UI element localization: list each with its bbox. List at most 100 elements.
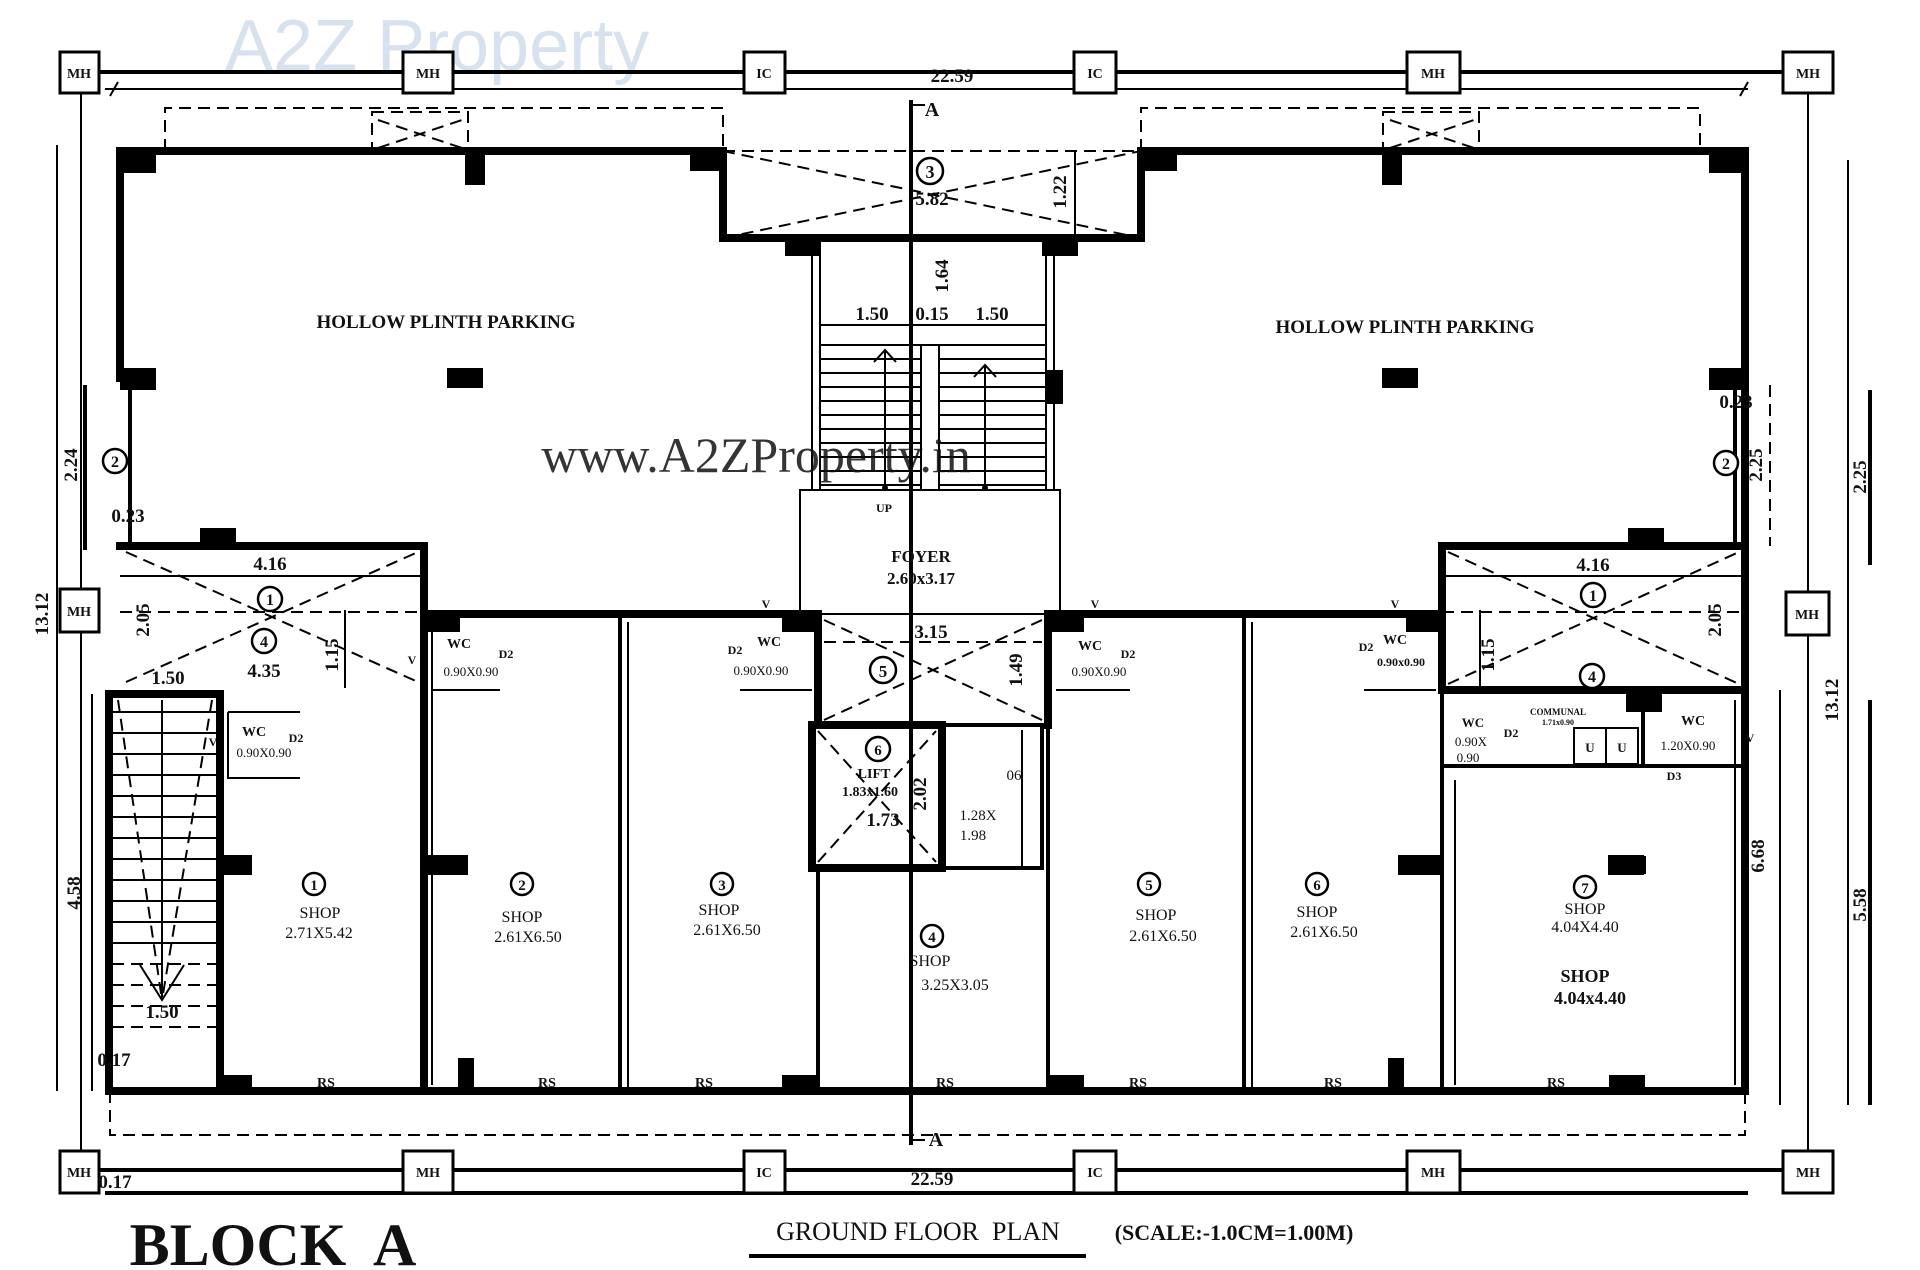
svg-text:6: 6 — [1313, 878, 1321, 894]
url-watermark: www.A2ZProperty.in — [541, 427, 971, 483]
shop-1: 1 SHOP 2.71X5.42 — [285, 871, 353, 942]
manhole-top-2: MH — [401, 50, 455, 95]
svg-text:0.90X0.90: 0.90X0.90 — [237, 745, 292, 760]
svg-text:4.04x4.40: 4.04x4.40 — [1554, 988, 1626, 1008]
svg-text:WC: WC — [1078, 639, 1102, 654]
svg-text:0.90X0.90: 0.90X0.90 — [444, 664, 499, 679]
wc-shop-6: D2 WC 0.90x0.90 V — [1359, 597, 1436, 691]
svg-text:2.61X6.50: 2.61X6.50 — [1129, 928, 1197, 945]
wc-shop-2: WC D2 0.90X0.90 V — [408, 637, 514, 691]
svg-text:D2: D2 — [1121, 647, 1136, 661]
inspection-chamber-top-1: IC — [742, 50, 787, 95]
svg-text:3: 3 — [926, 162, 935, 182]
manhole-bottom-2: MH — [401, 1149, 455, 1195]
manhole-right: MH — [1784, 590, 1831, 637]
svg-text:0.90: 0.90 — [1457, 750, 1480, 765]
svg-text:4.04X4.40: 4.04X4.40 — [1551, 919, 1619, 936]
svg-text:V: V — [209, 735, 218, 749]
svg-text:COMMUNAL: COMMUNAL — [1530, 707, 1586, 717]
svg-text:4.58: 4.58 — [64, 876, 85, 909]
svg-text:2: 2 — [1722, 456, 1730, 473]
svg-text:3: 3 — [718, 878, 726, 894]
svg-text:SHOP: SHOP — [699, 902, 740, 919]
svg-text:1.49: 1.49 — [1006, 653, 1027, 686]
shop-7: 7 SHOP 4.04X4.40 SHOP 4.04x4.40 — [1551, 856, 1646, 1008]
svg-text:6.68: 6.68 — [1748, 839, 1769, 872]
svg-text:MH: MH — [1421, 67, 1445, 82]
svg-text:0.90X: 0.90X — [1455, 734, 1488, 749]
section-marker-top: A — [925, 99, 940, 121]
svg-text:1.50: 1.50 — [151, 668, 184, 689]
svg-text:RS: RS — [317, 1076, 335, 1091]
wc-shop-3: D2 WC 0.90X0.90 V — [728, 597, 812, 691]
svg-text:RS: RS — [1129, 1076, 1147, 1091]
svg-text:2.61X6.50: 2.61X6.50 — [1290, 924, 1358, 941]
manhole-top-1: MH — [58, 50, 101, 95]
svg-text:4: 4 — [260, 634, 268, 651]
svg-text:WC: WC — [1383, 633, 1407, 648]
shop-3: 3 SHOP 2.61X6.50 — [693, 871, 761, 939]
svg-text:FOYER: FOYER — [891, 547, 951, 566]
svg-text:1: 1 — [266, 592, 274, 609]
svg-text:2.24: 2.24 — [61, 448, 82, 482]
svg-text:MH: MH — [67, 605, 91, 620]
svg-text:1.98: 1.98 — [960, 828, 986, 844]
corner-offset: 0.17 — [98, 1172, 132, 1193]
svg-text:0.90X0.90: 0.90X0.90 — [1072, 664, 1127, 679]
left-projection: 4.16 1 4 4.35 2.05 1.15 2 — [101, 447, 424, 688]
svg-text:D2: D2 — [499, 647, 514, 661]
svg-text:1.50: 1.50 — [855, 304, 888, 325]
svg-text:RS: RS — [695, 1076, 713, 1091]
lift-lobby: 5 3.15 1.49 — [823, 619, 1043, 721]
svg-text:2.05: 2.05 — [133, 603, 154, 636]
svg-text:4.16: 4.16 — [253, 554, 286, 575]
svg-text:MH: MH — [416, 67, 440, 82]
parking-label-left: HOLLOW PLINTH PARKING — [317, 312, 576, 333]
svg-text:IC: IC — [1087, 1166, 1103, 1181]
svg-text:1.83x1.60: 1.83x1.60 — [842, 785, 898, 800]
svg-text:2.25: 2.25 — [1850, 460, 1871, 493]
boundary-chambers: MH MH IC IC MH MH MH MH MH MH IC IC MH M… — [58, 50, 1835, 1195]
shop-4: 4 SHOP 3.25X3.05 — [910, 923, 989, 994]
svg-text:6: 6 — [874, 743, 882, 759]
overall-width-bottom: 22.59 — [911, 1169, 954, 1190]
wc-shop-7: U U WC 0.90X 0.90 D2 COMMUNAL 1.71x0.90 … — [1442, 694, 1755, 783]
lift-shaft: 6 LIFT 1.83x1.60 1.73 2.02 — [817, 730, 937, 863]
svg-text:WC: WC — [447, 637, 471, 652]
svg-text:WC: WC — [757, 635, 781, 650]
svg-text:U: U — [1585, 740, 1595, 755]
svg-text:2.61X6.50: 2.61X6.50 — [693, 922, 761, 939]
svg-text:V: V — [762, 597, 771, 611]
plan-title: GROUND FLOOR PLAN — [776, 1217, 1060, 1246]
walls — [105, 147, 1749, 1095]
svg-text:MH: MH — [1796, 1166, 1820, 1181]
svg-text:1.20X0.90: 1.20X0.90 — [1661, 738, 1716, 753]
inspection-chamber-bottom-2: IC — [1072, 1149, 1118, 1195]
svg-text:D2: D2 — [289, 731, 304, 745]
svg-text:2: 2 — [111, 454, 119, 471]
svg-text:MH: MH — [1795, 608, 1819, 623]
svg-text:1.22: 1.22 — [1050, 175, 1071, 208]
svg-text:1: 1 — [310, 878, 318, 894]
svg-text:4: 4 — [928, 930, 936, 946]
svg-text:2.05: 2.05 — [1705, 603, 1726, 636]
manhole-bottom-3: MH — [1405, 1149, 1462, 1195]
svg-text:1.28X: 1.28X — [959, 808, 996, 824]
svg-text:1.64: 1.64 — [932, 259, 953, 293]
svg-text:MH: MH — [67, 67, 91, 82]
columns — [120, 151, 1745, 1091]
manhole-left: MH — [58, 587, 101, 634]
svg-text:13.12: 13.12 — [32, 593, 53, 636]
svg-text:MH: MH — [1796, 67, 1820, 82]
svg-text:RS: RS — [1324, 1076, 1342, 1091]
svg-text:5.82: 5.82 — [915, 189, 948, 210]
svg-text:2: 2 — [518, 878, 526, 894]
svg-text:UP: UP — [876, 501, 892, 515]
duct: 06 1.28X 1.98 — [959, 730, 1023, 868]
svg-text:13.12: 13.12 — [1822, 679, 1843, 722]
svg-text:V: V — [1391, 597, 1400, 611]
site-boundary — [80, 70, 1809, 1195]
svg-text:2.61X6.50: 2.61X6.50 — [494, 929, 562, 946]
parking-label-right: HOLLOW PLINTH PARKING — [1276, 317, 1535, 338]
svg-text:D2: D2 — [1359, 640, 1374, 654]
